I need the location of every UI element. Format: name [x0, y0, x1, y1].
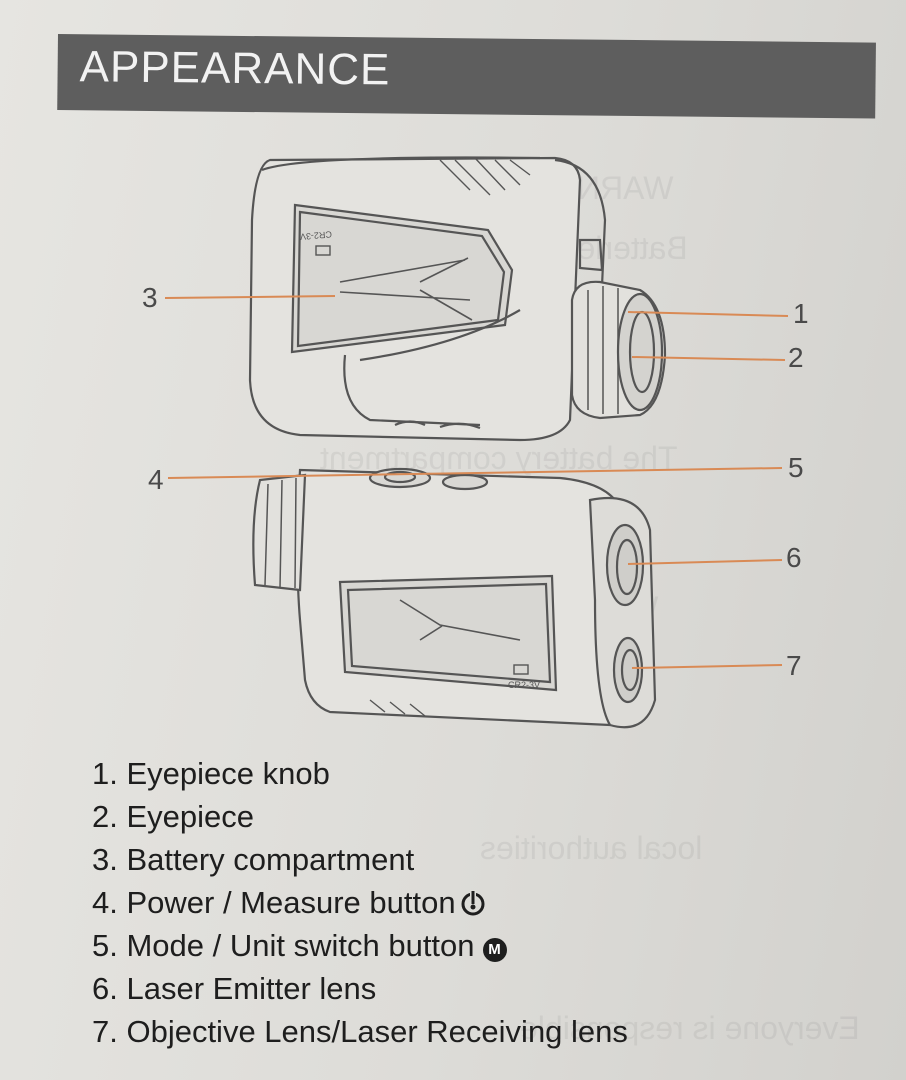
battery-label-top: CR2-3V	[300, 229, 333, 242]
leader-line-3	[164, 295, 336, 299]
power-icon	[461, 890, 485, 916]
legend-item: 6. Laser Emitter lens	[92, 971, 377, 1006]
callout-4: 4	[148, 464, 164, 495]
legend-item: 4. Power / Measure button	[92, 881, 882, 924]
battery-label-bottom: CR2-3V	[508, 680, 540, 690]
leader-line-1	[627, 311, 789, 317]
leader-line-4-5	[167, 467, 783, 479]
callout-3: 3	[142, 282, 158, 313]
parts-legend: 1. Eyepiece knob 2. Eyepiece 3. Battery …	[92, 752, 882, 1053]
legend-item: 1. Eyepiece knob	[92, 756, 330, 791]
leader-line-2	[631, 356, 786, 361]
callout-lines	[164, 295, 789, 669]
callout-6: 6	[786, 542, 802, 573]
callout-5: 5	[788, 452, 804, 483]
leader-line-6	[627, 559, 783, 565]
legend-item: 7. Objective Lens/Laser Receiving lens	[92, 1014, 628, 1049]
rangefinder-top-view	[248, 156, 667, 442]
battery-symbol-top	[315, 245, 331, 256]
mode-icon: M	[482, 938, 507, 962]
battery-symbol-bottom	[513, 664, 529, 675]
legend-item: 3. Battery compartment	[92, 842, 415, 877]
legend-item: 2. Eyepiece	[92, 799, 254, 834]
callout-2: 2	[788, 342, 804, 373]
callout-7: 7	[786, 650, 802, 681]
leader-line-7	[631, 664, 783, 669]
callout-1: 1	[793, 298, 809, 329]
rangefinder-bottom-view	[252, 467, 657, 729]
